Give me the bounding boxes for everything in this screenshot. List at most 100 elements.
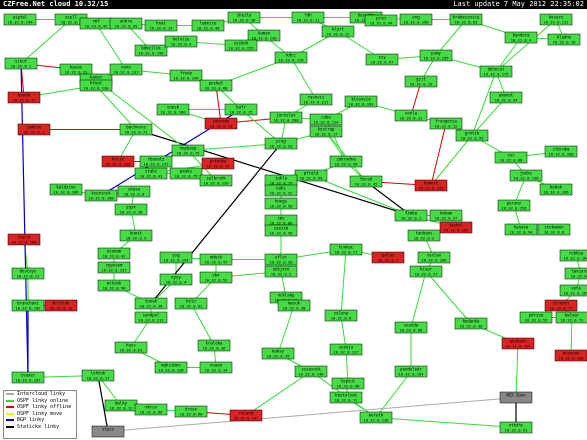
- node-tanzarax[interactable]: tanzarax10.32.0.6: [564, 267, 587, 280]
